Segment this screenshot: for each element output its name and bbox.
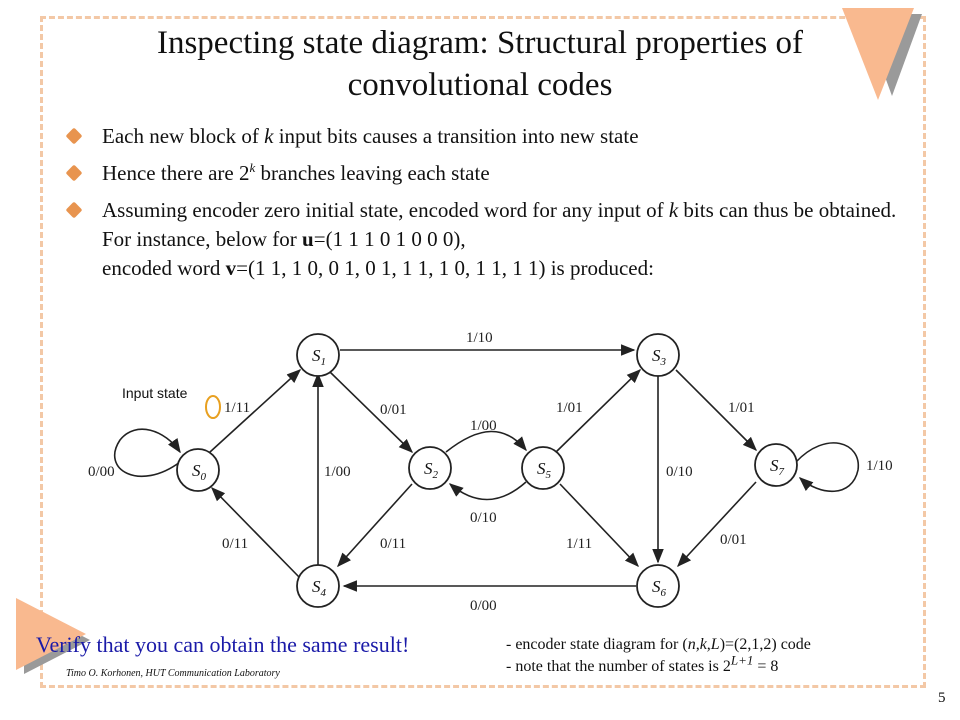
state-index: 3: [660, 356, 667, 368]
state-letter: S: [770, 456, 779, 475]
state-index: 6: [661, 587, 667, 599]
edge-label: 1/01: [728, 400, 755, 416]
edge-s4-s0: [210, 486, 301, 579]
text: =(1 1 1 0 1 0 0 0),: [313, 227, 466, 251]
edge-label: 1/00: [324, 464, 351, 480]
svg-text:S4: S4: [312, 577, 327, 599]
edge-s7-s6: [677, 481, 757, 568]
state-index: 0: [201, 471, 207, 483]
state-s7: S7: [754, 443, 798, 487]
state-s3: S3: [636, 333, 680, 377]
state-s6: S6: [636, 564, 680, 608]
edge-label: 1/11: [224, 400, 250, 416]
input-bit-highlight: [205, 395, 221, 419]
edge-s1-s2: [329, 371, 414, 454]
edge-s5-s2: [448, 481, 527, 501]
state-s0: S0: [176, 448, 220, 492]
state-index: 1: [321, 356, 327, 368]
text: bits can thus be obtained. For instance,…: [102, 198, 897, 251]
state-letter: S: [537, 459, 546, 478]
edge-label: 0/11: [222, 536, 248, 552]
edge-label: 0/10: [470, 510, 497, 526]
text: =(1 1, 1 0, 0 1, 0 1, 1 1, 1 0, 1 1, 1 1…: [236, 256, 654, 280]
text: )=(2,1,2) code: [719, 636, 811, 653]
title-line-2: convolutional codes: [347, 67, 613, 103]
input-state-label: Input state: [122, 385, 188, 401]
page-number: 5: [938, 690, 946, 706]
vector-v: v: [225, 256, 237, 280]
text: input bits causes a transition into new …: [273, 124, 639, 148]
state-letter: S: [312, 346, 321, 365]
state-index: 2: [433, 469, 439, 481]
title-line-1: Inspecting state diagram: Structural pro…: [156, 25, 804, 61]
var-k: k: [264, 124, 274, 148]
state-letter: S: [424, 459, 433, 478]
svg-text:S3: S3: [652, 346, 667, 368]
author-footer: Timo O. Korhonen, HUT Communication Labo…: [66, 668, 280, 679]
edge-s2-s4: [337, 483, 413, 568]
state-letter: S: [192, 461, 201, 480]
edge-label: 1/00: [470, 418, 497, 434]
edge-s0-s1: [209, 369, 302, 453]
verify-text: Verify that you can obtain the same resu…: [36, 632, 410, 657]
svg-text:S7: S7: [770, 456, 785, 478]
text: branches leaving each state: [255, 161, 490, 185]
exponent: L+1: [730, 652, 754, 668]
edge-label: 0/10: [666, 464, 693, 480]
edge-s2-s5: [445, 430, 527, 453]
text: - note that the number of states is 2: [506, 658, 731, 675]
text: encoded word: [102, 256, 226, 280]
edge-s0-s0: [113, 428, 181, 478]
state-letter: S: [312, 577, 321, 596]
var-nkl: n,k,L: [687, 636, 720, 653]
bullet-item: Each new block of k input bits causes a …: [65, 122, 908, 151]
state-letter: S: [652, 577, 661, 596]
slide-title: Inspecting state diagram: Structural pro…: [90, 22, 870, 106]
edge-s7-s7: [795, 442, 859, 493]
var-k-superscript: k: [249, 160, 256, 175]
slide-frame: [40, 16, 926, 688]
edge-s5-s3: [555, 368, 642, 453]
svg-text:S5: S5: [537, 459, 552, 481]
bullet-item: Assuming encoder zero initial state, enc…: [65, 196, 908, 283]
bullet-list: Each new block of k input bits causes a …: [65, 122, 908, 291]
state-s5: S5: [521, 446, 565, 490]
edge-label: 0/00: [88, 464, 115, 480]
text: - encoder state diagram for (: [506, 636, 688, 653]
state-s4: S4: [296, 564, 340, 608]
state-index: 7: [779, 466, 785, 478]
edge-label: 1/11: [566, 536, 592, 552]
edge-label: 0/01: [720, 532, 747, 548]
text: Hence there are 2: [102, 161, 250, 185]
state-s1: S1: [296, 333, 340, 377]
svg-text:S2: S2: [424, 459, 439, 481]
note-line-2: - note that the number of states is 2L+1…: [506, 652, 811, 678]
edge-label: 0/11: [380, 536, 406, 552]
state-letter: S: [652, 346, 661, 365]
bullet-item: Hence there are 2k branches leaving each…: [65, 159, 908, 188]
edge-label: 1/10: [466, 330, 493, 346]
svg-text:S6: S6: [652, 577, 667, 599]
corner-triangle-bottom-left: [16, 598, 86, 670]
text: = 8: [753, 658, 779, 675]
notes: - encoder state diagram for (n,k,L)=(2,1…: [506, 634, 811, 678]
edge-s5-s6: [559, 483, 639, 568]
state-s2: S2: [408, 446, 452, 490]
text: Each new block of: [102, 124, 265, 148]
svg-text:S1: S1: [312, 346, 326, 368]
state-index: 5: [546, 469, 552, 481]
var-k: k: [668, 198, 679, 222]
svg-text:S0: S0: [192, 461, 207, 483]
vector-u: u: [302, 227, 314, 251]
text: Assuming encoder zero initial state, enc…: [102, 198, 669, 222]
state-index: 4: [321, 587, 327, 599]
note-line-1: - encoder state diagram for (n,k,L)=(2,1…: [506, 634, 811, 656]
edge-s3-s7: [675, 369, 758, 452]
edge-label: 1/10: [866, 458, 893, 474]
edge-label: 0/00: [470, 598, 497, 614]
corner-triangle-top-right: [842, 8, 914, 100]
edge-label: 0/01: [380, 402, 407, 418]
edge-label: 1/01: [556, 400, 583, 416]
